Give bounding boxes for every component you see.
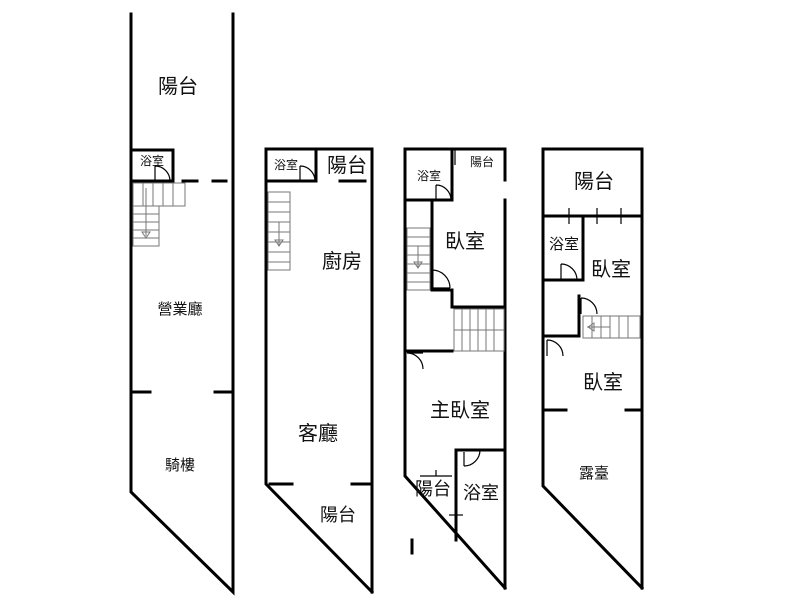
floor-1-stairs [132, 182, 186, 247]
floor-1-bathroom-label: 浴室 [140, 153, 164, 168]
floor-4-bedroom-upper-wall [543, 294, 581, 338]
floor-3-bathroom-bottom-door [463, 449, 481, 467]
floor-4-bedroom-upper-door [580, 297, 598, 315]
floor-1-arcade-label: 騎樓 [165, 456, 195, 474]
floor-4-outer-wall [541, 147, 645, 591]
floor-2-outer-wall [264, 147, 375, 595]
floor-4-bathroom-label: 浴室 [549, 235, 579, 253]
floor-3-balcony-top-label: 陽台 [470, 154, 494, 169]
floor-3-bathroom-top-wall [403, 147, 454, 202]
floor-2-living-room-label: 客廳 [298, 421, 338, 445]
floor-3-balcony-bottom-label: 陽台 [415, 479, 451, 500]
floor-3-bedroom-label: 臥室 [445, 229, 485, 253]
floor-3-outer-wall [403, 147, 508, 591]
floor-3-stairs-left [406, 227, 431, 291]
floor-3-bathroom-top-door [435, 184, 452, 201]
floor-4-bedroom-lower-door [546, 339, 564, 357]
floor-2-kitchen-label: 廚房 [322, 249, 362, 273]
floor-2-bathroom-door [299, 165, 316, 182]
floor-3-bathroom-top-label: 浴室 [417, 168, 441, 183]
floor-2-bathroom-label: 浴室 [274, 157, 298, 172]
floor-1-bathroom-wall [129, 148, 175, 183]
floor-4-bathroom-wall [541, 214, 585, 282]
floor-3-master-bedroom-label: 主臥室 [430, 398, 490, 422]
floor-4-balcony-label: 陽台 [574, 169, 614, 193]
floor-4-plan: 陽台 浴室 臥室 臥室 露臺 [541, 147, 645, 591]
floor-3-stairs-middle [453, 308, 505, 352]
floor-1-balcony-label: 陽台 [158, 74, 198, 98]
floor-3-plan: 浴室 陽台 臥室 主臥室 陽台 浴室 [403, 147, 508, 591]
floor-3-bathroom-bottom-label: 浴室 [463, 483, 499, 504]
floor-1-outer-wall [129, 12, 235, 596]
floor-3-bedroom-door [431, 269, 451, 289]
floor-4-bathroom-door [560, 263, 578, 281]
floor-2-plan: 浴室 陽台 廚房 客廳 陽台 [264, 147, 375, 595]
floor-3-balcony-door [420, 470, 452, 477]
floor-4-terrace-label: 露臺 [579, 464, 609, 482]
floor-1-business-hall-label: 營業廳 [157, 300, 202, 318]
floor-1-bathroom-door [154, 165, 171, 182]
floor-2-stairs [267, 191, 291, 271]
floor-3-bedroom-wall [430, 198, 507, 309]
floor-4-stairs [582, 315, 641, 339]
floor-1-plan: 陽台 浴室 營業廳 騎樓 [129, 12, 235, 596]
floor-4-bedroom-lower-label: 臥室 [583, 370, 623, 394]
floor-2-balcony-bottom-label: 陽台 [320, 505, 356, 526]
floor-2-balcony-top-label: 陽台 [327, 153, 367, 177]
floor-4-bedroom-upper-label: 臥室 [591, 257, 631, 281]
floor-3-master-bedroom-door [406, 352, 424, 370]
floor-2-bathroom-wall [264, 147, 318, 183]
